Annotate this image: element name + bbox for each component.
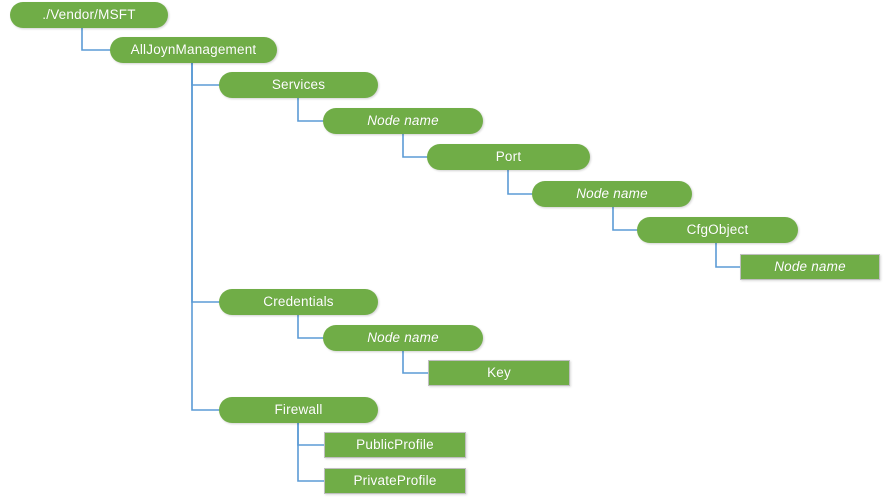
tree-connector [297,422,325,446]
tree-node-credentials-node-name[interactable]: Node name [323,325,483,351]
tree-connector [297,422,325,482]
tree-connector [507,169,533,195]
tree-connector [191,62,220,303]
tree-node-label: PublicProfile [356,437,434,453]
tree-node-label: Node name [774,259,846,275]
tree-node-label: AllJoynManagement [130,42,257,58]
tree-connector [191,62,220,411]
tree-node-services[interactable]: Services [219,72,378,98]
tree-connector [402,350,429,374]
tree-node-label: Node name [367,113,439,129]
tree-connector [297,97,324,122]
tree-node-label: CfgObject [686,222,749,238]
tree-node-privateprofile[interactable]: PrivateProfile [324,468,466,494]
tree-node-label: Firewall [274,402,323,418]
tree-connector [612,206,638,231]
tree-node-port-node-name[interactable]: Node name [532,181,692,207]
tree-node-publicprofile[interactable]: PublicProfile [324,432,466,458]
tree-node-label: Key [487,365,511,381]
tree-node-alljoynmanagement[interactable]: AllJoynManagement [110,37,277,63]
tree-connector [81,27,111,51]
tree-connector [191,62,220,86]
tree-node-label: Node name [367,330,439,346]
tree-node-label: Node name [576,186,648,202]
tree-node-credentials[interactable]: Credentials [219,289,378,315]
tree-node-services-node-name[interactable]: Node name [323,108,483,134]
tree-node-cfgobject[interactable]: CfgObject [637,217,798,243]
tree-node-label: ./Vendor/MSFT [42,7,136,23]
tree-node-label: Credentials [263,294,334,310]
tree-connector [297,314,324,339]
tree-node-label: Services [271,77,326,93]
tree-node-vendor-msft[interactable]: ./Vendor/MSFT [10,2,168,28]
tree-node-port[interactable]: Port [427,144,590,170]
tree-node-firewall[interactable]: Firewall [219,397,378,423]
tree-node-label: Port [495,149,522,165]
tree-node-key[interactable]: Key [428,360,570,386]
tree-node-label: PrivateProfile [353,473,437,489]
tree-node-cfgobject-node-name[interactable]: Node name [740,254,880,280]
tree-connector [715,242,741,268]
tree-connector [402,133,428,158]
